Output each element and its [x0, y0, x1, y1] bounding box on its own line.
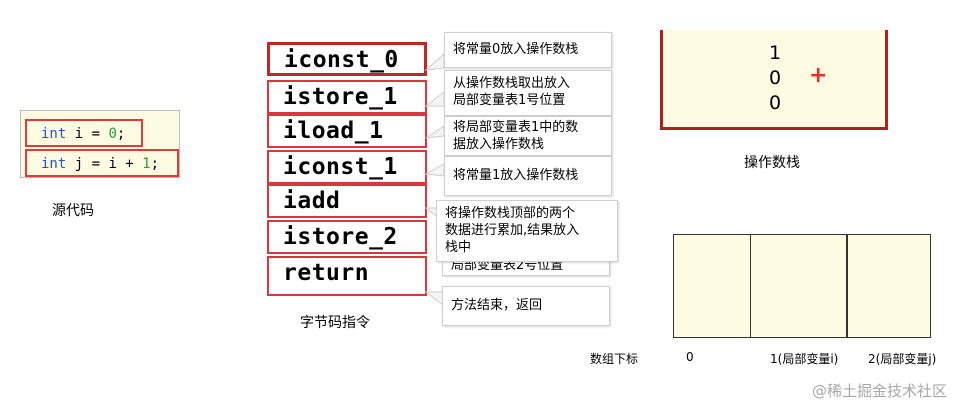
code-line-2: int j = i + 1; — [25, 149, 179, 177]
source-code-box: int i = 0; int j = i + 1; — [20, 110, 180, 178]
callout-text: 从操作数栈取出放入 — [453, 76, 571, 91]
source-caption: 源代码 — [52, 203, 94, 219]
instruction-iconst-1: iconst_1 — [267, 150, 427, 184]
code-number: 1 — [142, 156, 151, 172]
code-keyword: int — [41, 126, 67, 142]
callout-text: 数据进行累加,结果放入 — [445, 223, 580, 238]
instruction-iload-1: iload_1 — [267, 114, 427, 148]
stack-value: 0 — [769, 92, 782, 114]
callout-text: 将常量1放入操作数栈 — [453, 168, 579, 183]
code-keyword: int — [41, 156, 67, 172]
callout-text: 据放入操作数栈 — [453, 137, 545, 152]
code-text: ; — [116, 126, 126, 142]
instruction-iadd: iadd — [267, 184, 427, 218]
callout-text: 将操作数栈顶部的两个 — [445, 206, 576, 221]
bytecode-caption: 字节码指令 — [300, 315, 370, 331]
code-text: i = — [66, 126, 109, 142]
slot-divider — [846, 235, 848, 337]
local-variable-table — [673, 234, 931, 338]
callout-text: 将常量0放入操作数栈 — [453, 42, 579, 57]
watermark: @稀土掘金技术社区 — [812, 382, 948, 400]
instruction-iconst-0: iconst_0 — [267, 42, 427, 76]
slot-label-1: 1(局部变量i) — [770, 352, 839, 366]
locals-row-label: 数组下标 — [590, 352, 639, 366]
callout-iconst-0: 将常量0放入操作数栈 — [444, 32, 612, 68]
plus-operator: + — [809, 63, 828, 88]
callout-return: 方法结束，返回 — [442, 286, 610, 326]
operand-stack: 1 0 0 + — [660, 30, 888, 130]
instruction-return: return — [267, 256, 427, 296]
callout-text: 将局部变量表1中的数 — [453, 120, 579, 135]
stack-value: 0 — [769, 67, 782, 89]
callout-text: 方法结束，返回 — [451, 298, 543, 313]
callout-iconst-1: 将常量1放入操作数栈 — [444, 156, 612, 196]
code-number: 0 — [108, 126, 117, 142]
instruction-istore-1: istore_1 — [267, 80, 427, 114]
slot-label-0: 0 — [686, 350, 694, 364]
operand-stack-caption: 操作数栈 — [744, 155, 800, 171]
slot-divider — [750, 235, 751, 337]
code-text: ; — [150, 156, 160, 172]
code-line-1: int i = 0; — [25, 119, 143, 147]
callout-iadd: 将操作数栈顶部的两个 数据进行累加,结果放入 栈中 — [436, 200, 618, 262]
callout-iload-1: 将局部变量表1中的数 据放入操作数栈 — [444, 116, 612, 156]
stack-value: 1 — [769, 42, 782, 64]
instruction-istore-2: istore_2 — [267, 220, 427, 254]
callout-istore-1: 从操作数栈取出放入 局部变量表1号位置 — [444, 70, 612, 116]
slot-label-2: 2(局部变量j) — [868, 352, 937, 366]
code-text: j = i + — [66, 156, 143, 172]
callout-text: 栈中 — [445, 240, 472, 255]
callout-text: 局部变量表1号位置 — [453, 93, 566, 108]
